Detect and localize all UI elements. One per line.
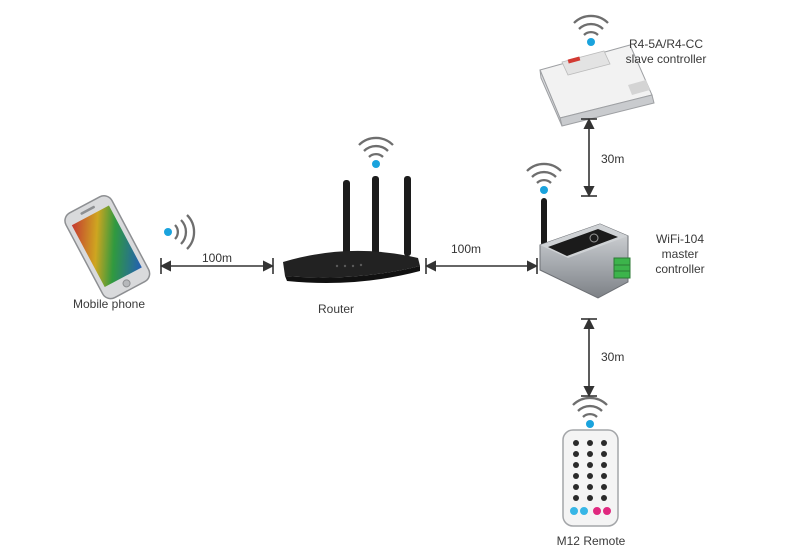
phone-wifi-icon [164,214,196,250]
distance-label-phone-router: 100m [202,251,233,265]
remote-wifi-icon [572,396,608,428]
arrow-phone-router [159,258,275,274]
router-icon [283,176,420,284]
remote-label: M12 Remote [556,534,626,548]
master-wifi-icon [526,162,562,194]
master-controller-icon [539,198,631,299]
master-label-line3: controller [655,262,705,276]
arrow-master-remote [581,317,597,398]
distance-label-router-master: 100m [451,242,482,256]
mobile-phone-icon [64,195,151,300]
slave-label-line2: slave controller [625,52,707,66]
distance-label-master-remote: 30m [601,350,625,364]
master-label-line1: WiFi-104 [655,232,704,246]
remote-icon [562,429,619,527]
router-label: Router [317,302,355,316]
router-wifi-icon [358,136,394,168]
slave-label-line1: R4-5A/R4-CC [628,37,703,51]
arrow-router-master [424,258,539,274]
master-label-line2: master [661,247,699,261]
arrow-master-slave [581,117,597,198]
distance-label-master-slave: 30m [601,152,625,166]
slave-label: R4-5A/R4-CC slave controller [616,37,716,67]
master-label: WiFi-104 master controller [644,232,716,277]
slave-wifi-icon [573,14,609,46]
phone-label: Mobile phone [72,297,146,311]
